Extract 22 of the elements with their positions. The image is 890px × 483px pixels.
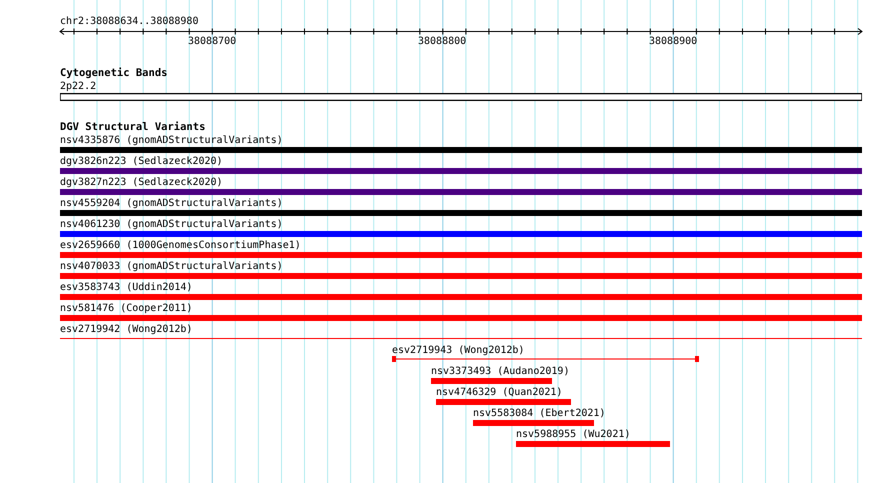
feature-label: dgv3826n223 (Sedlazeck2020): [60, 156, 223, 167]
feature-label: nsv4559204 (gnomADStructuralVariants): [60, 198, 283, 209]
feature-label: nsv4070033 (gnomADStructuralVariants): [60, 261, 283, 272]
feature-label: nsv4746329 (Quan2021): [436, 387, 562, 398]
feature-label: esv3583743 (Uddin2014): [60, 282, 192, 293]
feature-label: esv2719943 (Wong2012b): [392, 345, 524, 356]
track-title: Cytogenetic Bands: [60, 68, 168, 79]
track-title: DGV Structural Variants: [60, 122, 206, 133]
feature-label: nsv4061230 (gnomADStructuralVariants): [60, 219, 283, 230]
feature-label: nsv3373493 (Audano2019): [431, 366, 570, 377]
feature-label: nsv5583084 (Ebert2021): [473, 408, 606, 419]
position-label: chr2:38088634..38088980: [60, 16, 198, 27]
feature-label: nsv4335876 (gnomADStructuralVariants): [60, 135, 283, 146]
feature-label: nsv5988955 (Wu2021): [516, 429, 630, 440]
feature-label: esv2659660 (1000GenomesConsortiumPhase1): [60, 240, 301, 251]
tick-label: 38088900: [649, 36, 698, 47]
feature-label: nsv581476 (Cooper2011): [60, 303, 192, 314]
feature-label: dgv3827n223 (Sedlazeck2020): [60, 177, 223, 188]
feature-label: esv2719942 (Wong2012b): [60, 324, 192, 335]
feature-label: 2p22.2: [60, 81, 96, 92]
tick-label: 38088800: [418, 36, 466, 47]
tick-label: 38088700: [188, 36, 236, 47]
